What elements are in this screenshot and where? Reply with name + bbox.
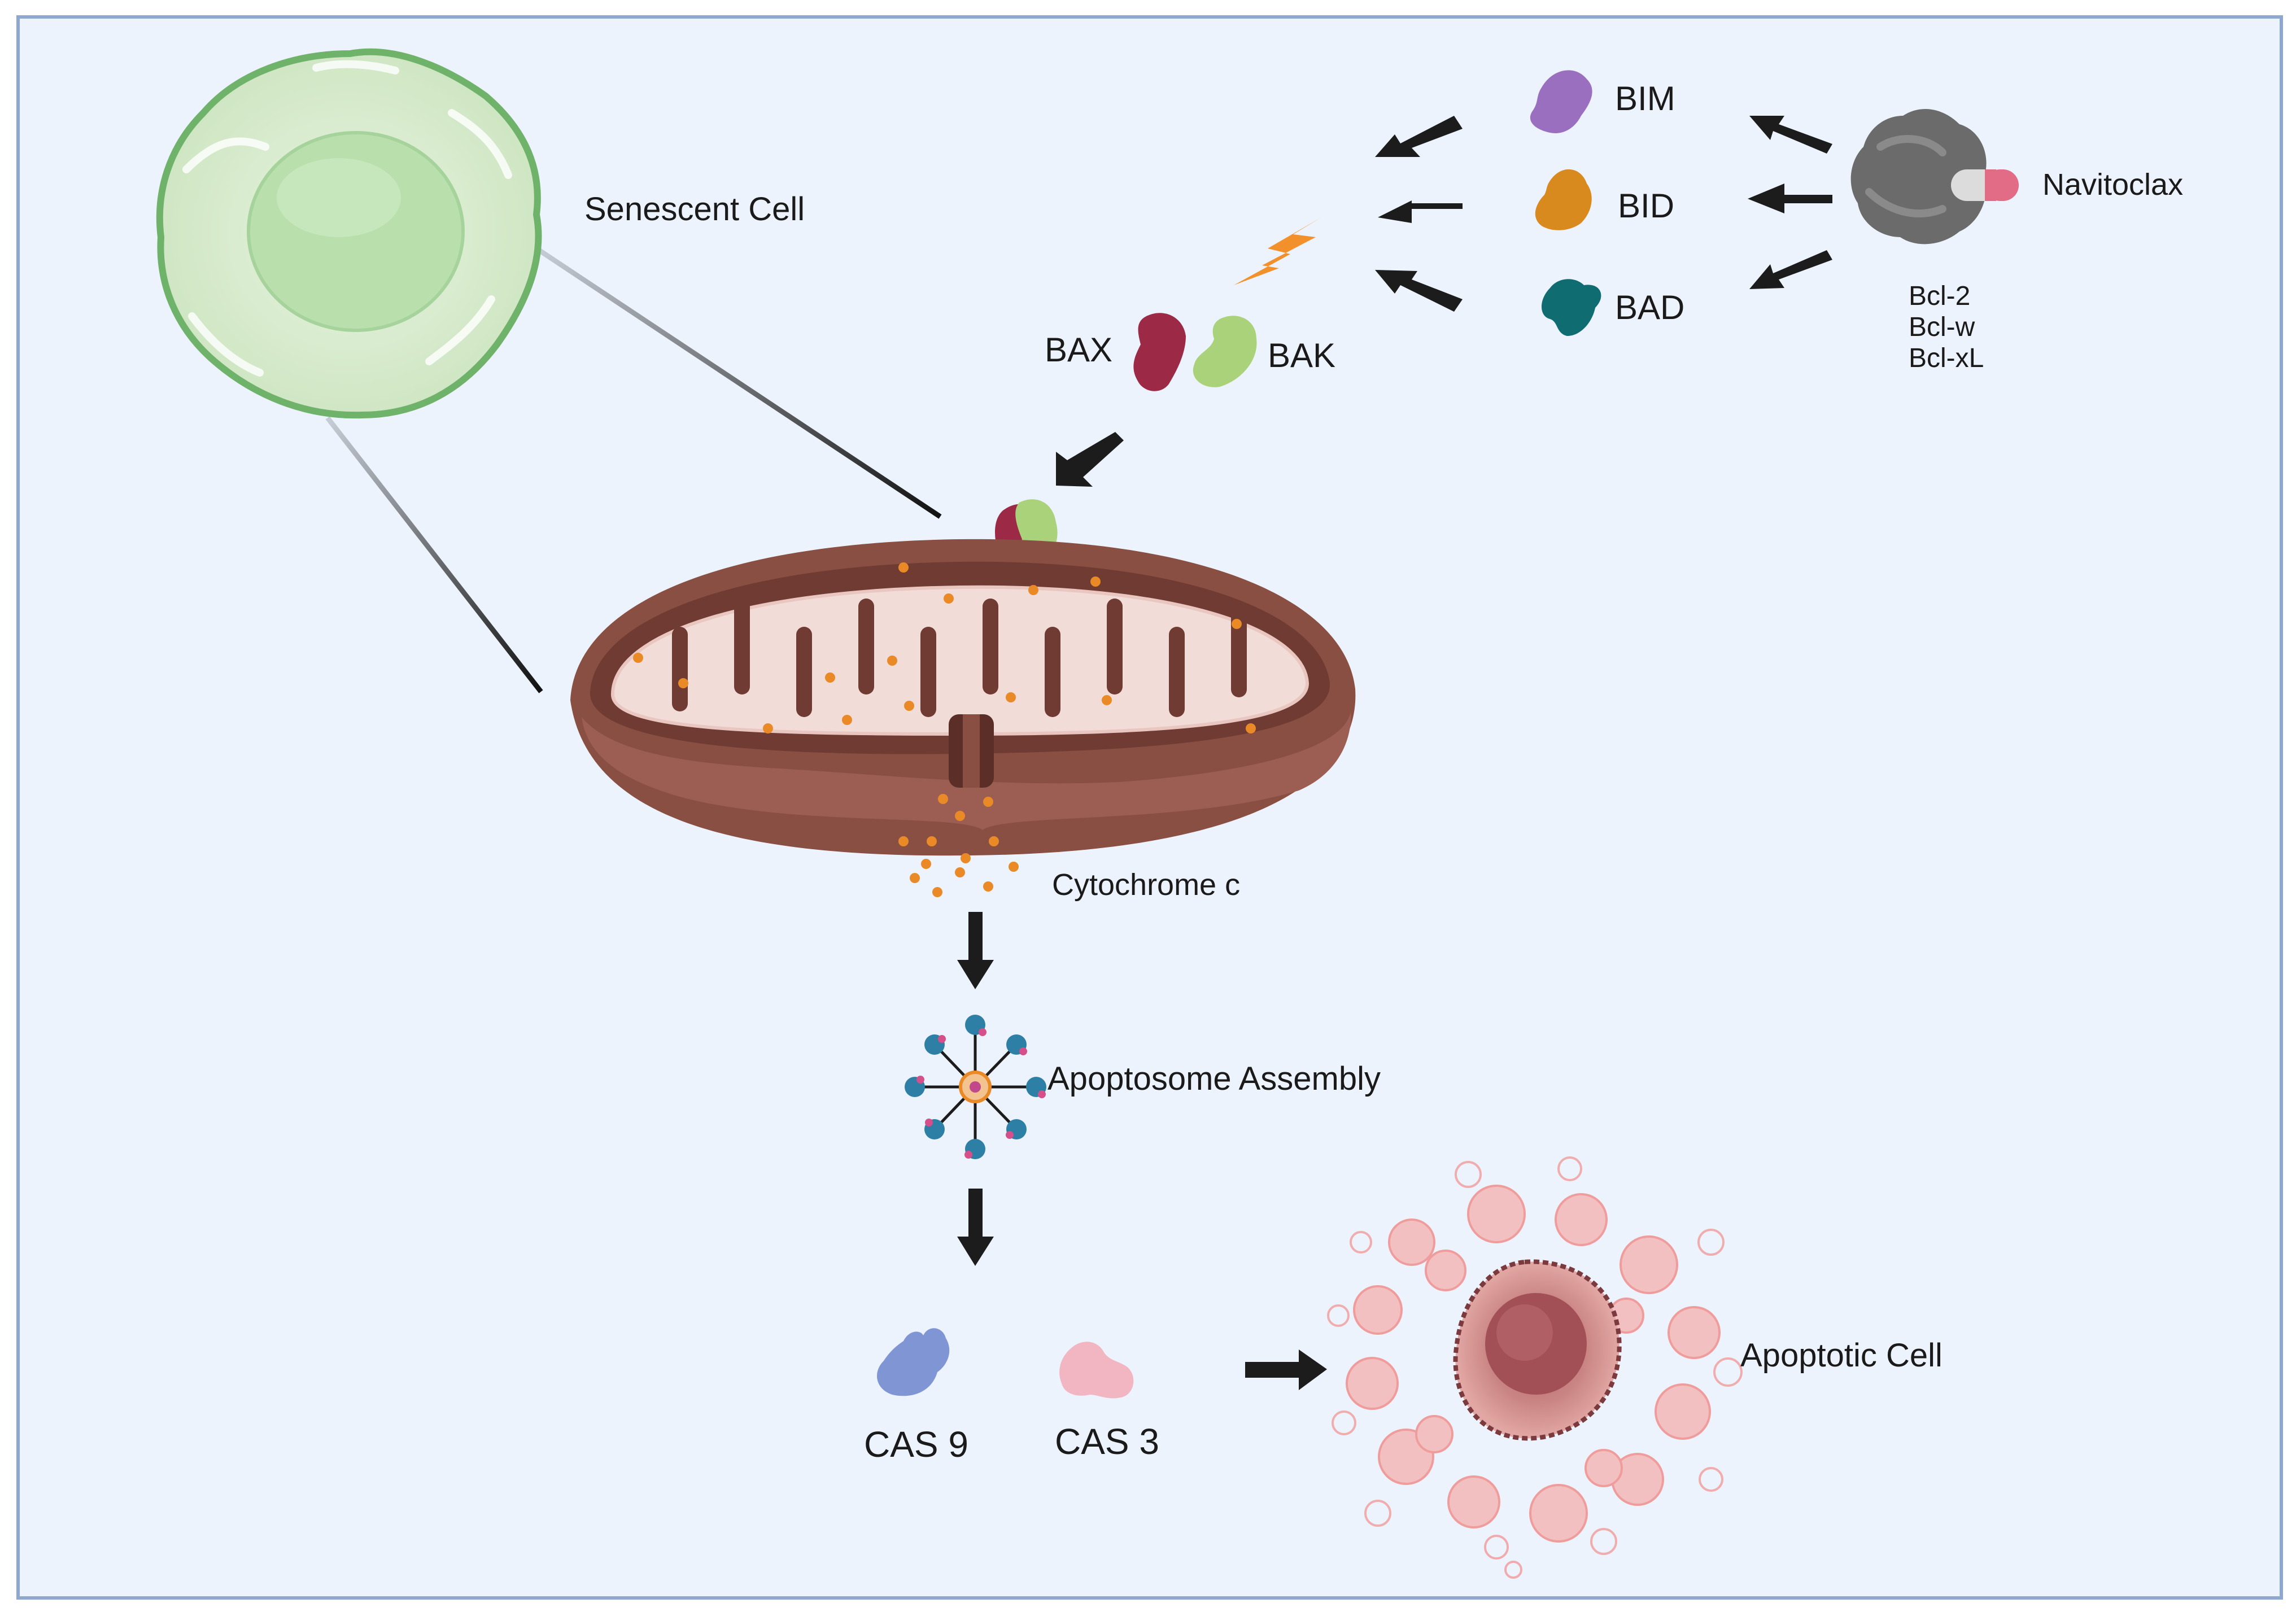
arrow-left-1 (1375, 116, 1463, 157)
bak-label: BAK (1268, 337, 1335, 374)
cytochrome-c-label: Cytochrome c (1052, 868, 1240, 902)
bid-protein-icon (1535, 169, 1592, 230)
bim-label: BIM (1615, 80, 1675, 117)
bcl-xl-label: Bcl-xL (1909, 343, 1984, 373)
cas9-protein-icon (877, 1328, 950, 1396)
bim-protein-icon (1530, 70, 1592, 133)
bad-label: BAD (1615, 289, 1684, 326)
bcl2-family-protein-icon (1850, 109, 1987, 244)
arrow-right (1245, 1349, 1327, 1390)
apoptosome-assembly-label: Apoptosome Assembly (1047, 1060, 1381, 1097)
bcl-w-label: Bcl-w (1909, 312, 1975, 342)
zoom-line-lower (325, 416, 543, 693)
zoom-line-upper (535, 246, 942, 519)
bcl2-to-bh3-arrows (1748, 116, 1832, 289)
arrow-left-5 (1748, 184, 1832, 213)
bcl-2-label: Bcl-2 (1909, 281, 1970, 311)
arrow-left-3 (1375, 270, 1463, 312)
cytochrome-c-dots-icon (633, 562, 1256, 897)
navitoclax-pill-icon (1951, 169, 2019, 201)
bh3-to-effector-arrows (1375, 116, 1463, 312)
cas9-label: CAS 9 (864, 1424, 968, 1465)
arrow-left-2 (1378, 200, 1463, 223)
mitochondrion-icon (570, 539, 1356, 856)
apoptotic-cell-icon (1327, 1156, 1743, 1579)
apoptotic-cell-label: Apoptotic Cell (1740, 1337, 1943, 1374)
arrow-left-4 (1749, 116, 1832, 154)
effector-to-mitochondrion-arrow (1056, 432, 1124, 487)
bid-label: BID (1618, 187, 1674, 225)
bak-protein-icon (1193, 316, 1257, 387)
bax-protein-icon (1133, 313, 1186, 391)
cas3-label: CAS 3 (1055, 1421, 1159, 1462)
navitoclax-label: Navitoclax (2042, 168, 2183, 202)
arrow-down-1 (957, 912, 994, 989)
arrow-down-2 (957, 1189, 994, 1266)
apoptosome-icon (905, 1015, 1046, 1159)
bad-protein-icon (1542, 279, 1601, 336)
arrow-left-6 (1749, 250, 1832, 289)
senescent-cell-label: Senescent Cell (584, 191, 805, 228)
bax-label: BAX (1045, 331, 1112, 369)
cas3-protein-icon (1059, 1342, 1134, 1399)
senescent-cell-icon (156, 48, 542, 419)
